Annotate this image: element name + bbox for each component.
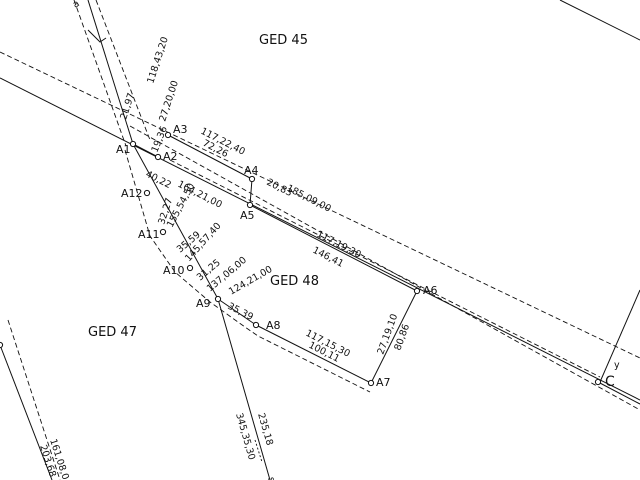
right-edge-line — [599, 289, 640, 383]
point-label-a9: A9 — [196, 297, 211, 310]
top-mark: a — [71, 0, 82, 11]
vertex-a11 — [159, 228, 167, 236]
point-label-a11: A11 — [138, 228, 160, 241]
vertex-a3 — [164, 131, 172, 139]
point-label-a2: A2 — [163, 150, 178, 163]
vertex-a5 — [246, 201, 254, 209]
a1-a2-line — [132, 143, 159, 158]
vertex-left-edge — [0, 341, 4, 349]
road-edge-inner — [169, 159, 601, 378]
measurements: 21,97 118,43,20 27,20,00 19,36 117,22,40… — [37, 36, 412, 480]
point-label-a5: A5 — [240, 209, 255, 222]
area-label-ged48: GED 48 — [270, 274, 319, 289]
vertex-a12 — [143, 189, 151, 197]
vertices — [0, 131, 602, 387]
y-mark: y — [614, 360, 620, 371]
road-edge-upper — [0, 51, 640, 359]
measure-235-18: 235,18 — [255, 412, 275, 447]
a6-a7-line — [370, 290, 418, 384]
misc-marks: a y s — [71, 0, 620, 480]
small-mark-line — [254, 439, 263, 463]
measure-40-22: 40,22 — [144, 169, 173, 191]
vertex-a4 — [248, 175, 256, 183]
area-label-ged47: GED 47 — [88, 325, 137, 340]
point-label-a6: A6 — [423, 284, 438, 297]
vertical-dash-right — [95, 0, 151, 141]
vertical-dash-left — [73, 0, 127, 147]
vertex-a2 — [154, 153, 162, 161]
a7-a8-line — [255, 324, 372, 384]
measure-27-20-00: 27,20,00 — [157, 79, 181, 123]
measure-21-97: 21,97 — [118, 92, 137, 121]
vertex-a8 — [252, 321, 260, 329]
west-chain-line — [132, 143, 219, 300]
point-label-a10: A10 — [163, 264, 185, 277]
point-label-a7: A7 — [376, 376, 391, 389]
west-chain-dash — [124, 149, 371, 393]
vertex-a1 — [129, 140, 137, 148]
point-label-c: C — [605, 374, 615, 390]
measure-118-43-20: 118,43,20 — [145, 36, 170, 85]
c-east-line — [597, 381, 640, 405]
a9-south-line — [217, 298, 271, 480]
vertex-a9 — [214, 295, 222, 303]
a8-a9-line — [217, 298, 257, 326]
point-label-a8: A8 — [266, 319, 281, 332]
measure-35-39: 35,39 — [226, 301, 255, 323]
measure-345-35-30: 345,35,30 — [233, 412, 257, 462]
point-labels: A1 A2 A3 A4 A5 A6 A7 A8 A9 A10 A11 A12 C — [116, 123, 615, 390]
area-label-ged45: GED 45 — [259, 33, 308, 48]
point-label-a1: A1 — [116, 143, 131, 156]
north-arrow-icon — [87, 29, 107, 43]
vertex-c — [594, 378, 602, 386]
point-label-a3: A3 — [173, 123, 188, 136]
main-road-line — [0, 77, 640, 401]
point-label-a4: A4 — [244, 164, 259, 177]
a3-a4-line — [167, 134, 253, 180]
point-label-a12: A12 — [121, 187, 143, 200]
vertex-a10 — [186, 264, 194, 272]
a5-a6-line — [249, 204, 418, 292]
left-bottom-dash — [7, 319, 61, 480]
vertex-a7 — [367, 379, 375, 387]
measure-185-09-00: 185,09,00 — [285, 183, 333, 215]
left-bottom-line — [0, 344, 53, 480]
bottom-mark: s — [265, 476, 277, 480]
area-labels: GED 45 GED 48 GED 47 — [88, 33, 319, 340]
top-right-line — [559, 0, 640, 41]
vertical-line-upper — [87, 0, 134, 145]
vertex-a6 — [413, 287, 421, 295]
